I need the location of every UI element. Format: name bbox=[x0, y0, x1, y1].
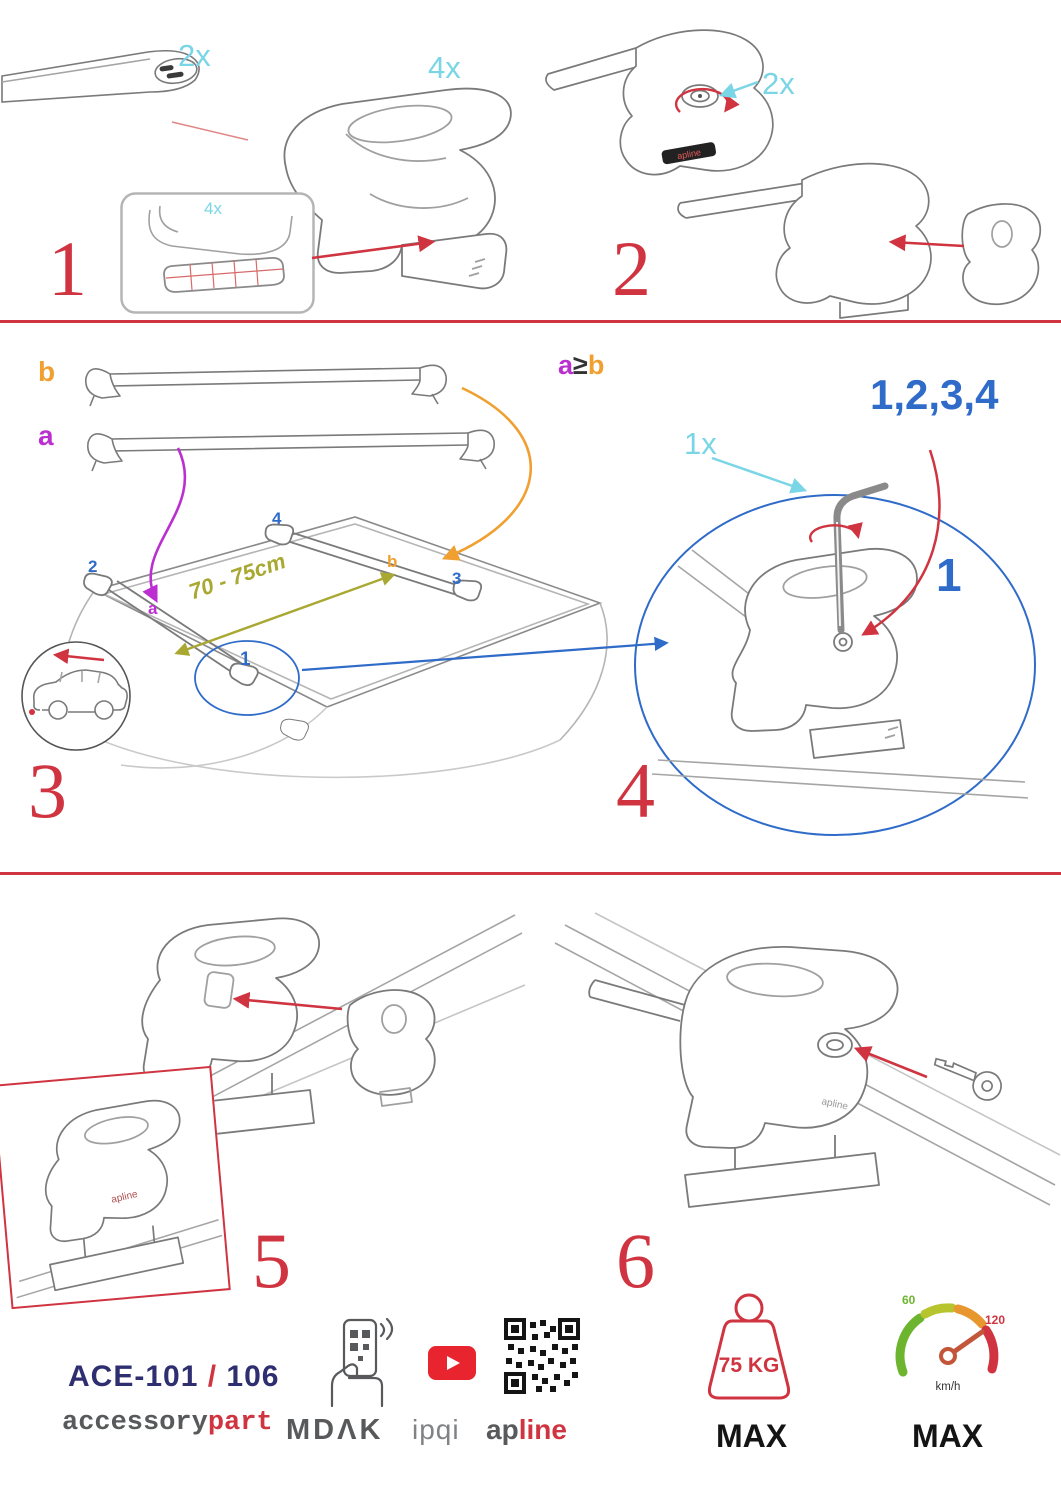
length-rule: a≥b bbox=[558, 352, 604, 379]
first-bolt-label: 1 bbox=[936, 549, 962, 601]
lock-qty-arrow bbox=[718, 80, 759, 99]
apline-logo-plate: apline bbox=[676, 147, 701, 161]
tool-qty: 1x bbox=[684, 426, 717, 461]
bar-b-label: b bbox=[38, 356, 56, 387]
step1-bar-qty: 2x bbox=[178, 38, 211, 73]
tighten-sequence: 1,2,3,4 bbox=[870, 371, 999, 418]
qr-code bbox=[504, 1318, 580, 1394]
speed-unit-label: km/h bbox=[936, 1381, 961, 1393]
rule-a: a bbox=[558, 350, 574, 380]
bar-a-label: a bbox=[38, 420, 54, 451]
youtube-icon bbox=[428, 1346, 476, 1380]
step5-number: 5 bbox=[252, 1217, 291, 1304]
weight-max-label: MAX bbox=[716, 1418, 788, 1454]
section-divider-1 bbox=[0, 320, 1061, 323]
foot-highlight-circle bbox=[194, 640, 300, 716]
key-insert-arrow bbox=[853, 1046, 928, 1079]
allen-key-illustration bbox=[833, 482, 889, 634]
brand-wordmark: accessorypart bbox=[62, 1410, 273, 1437]
foot-clamp-zoom bbox=[730, 548, 918, 759]
step2-lock-qty: 2x bbox=[762, 66, 795, 101]
partner-mdak: MDΛK bbox=[286, 1414, 384, 1446]
key-rotate-arrow bbox=[809, 522, 863, 543]
cover-insert-arrow bbox=[888, 234, 965, 252]
step2-illustration: apline bbox=[545, 29, 1042, 319]
section-divider-2 bbox=[0, 872, 1061, 875]
model-name: ACE-101 bbox=[68, 1360, 199, 1393]
model-number: ACE-101 / 106 bbox=[68, 1362, 279, 1392]
crossbar-a-illustration bbox=[87, 429, 495, 472]
step1-pad-qty: 4x bbox=[204, 199, 222, 218]
speed-min-label: 60 bbox=[902, 1293, 916, 1307]
bar-b-guide-arrow bbox=[441, 386, 532, 561]
lock-core-illustration: apline bbox=[545, 29, 774, 176]
lock-rotate-arrow bbox=[674, 87, 740, 113]
partner-ipqi: ipqi bbox=[412, 1414, 460, 1445]
phone-qr-icon bbox=[330, 1317, 394, 1408]
sequence-arrow bbox=[861, 449, 941, 636]
model-alt: 106 bbox=[226, 1360, 280, 1393]
step6-number: 6 bbox=[616, 1217, 655, 1304]
rubber-pad-inset: 4x bbox=[120, 192, 315, 314]
brand-second: part bbox=[207, 1408, 273, 1438]
apline-first: ap bbox=[486, 1414, 519, 1445]
speed-max-label: MAX bbox=[912, 1418, 984, 1454]
rear-crossbar-on-roof bbox=[262, 520, 484, 604]
step1-number: 1 bbox=[48, 225, 87, 312]
foot-clamp-step6 bbox=[588, 946, 899, 1208]
model-separator: / bbox=[207, 1360, 218, 1393]
foot-clamp-step5 bbox=[129, 917, 321, 1144]
weight-limit-icon: 75 KG bbox=[707, 1293, 791, 1400]
step2-number: 2 bbox=[612, 225, 651, 312]
bar-a-guide-arrow bbox=[142, 447, 187, 604]
rule-b: b bbox=[587, 350, 605, 380]
step1-foot-qty: 4x bbox=[428, 50, 461, 85]
step3-guide-arrows bbox=[142, 386, 669, 716]
roof-pos-1: 1 bbox=[240, 649, 251, 670]
rule-operator: ≥ bbox=[573, 350, 588, 380]
zoom-circle bbox=[634, 494, 1036, 836]
roof-b-label: b bbox=[387, 552, 398, 571]
mounted-foot-inset: apline bbox=[0, 1065, 231, 1310]
step3-number: 3 bbox=[28, 747, 67, 834]
roof-pos-3: 3 bbox=[452, 569, 462, 588]
driving-direction-arrow bbox=[52, 648, 105, 665]
mounted-foot-illustration: apline bbox=[16, 1099, 223, 1299]
locking-illustration: apline bbox=[554, 912, 1061, 1208]
step1-arrows bbox=[171, 121, 436, 260]
rubber-pad-illustration bbox=[120, 192, 315, 314]
car-direction-inset bbox=[21, 641, 131, 751]
front-marker-dot bbox=[29, 709, 35, 715]
key-illustration bbox=[933, 1057, 1002, 1101]
tool-qty-arrow bbox=[711, 456, 808, 494]
roof-top-view bbox=[60, 516, 608, 779]
partner-apline: apline bbox=[486, 1416, 567, 1444]
zoom-link-arrow bbox=[301, 636, 669, 672]
cover-slide-arrow bbox=[232, 991, 343, 1011]
roof-a-label: a bbox=[148, 599, 158, 618]
cover-cap-step5 bbox=[346, 989, 436, 1107]
weight-limit-value: 75 KG bbox=[719, 1354, 780, 1377]
apline-second: line bbox=[518, 1414, 567, 1445]
roof-pos-4: 4 bbox=[272, 509, 282, 528]
speed-max-value: 120 bbox=[985, 1313, 1005, 1327]
crossbar-illustration bbox=[1, 49, 200, 103]
cover-cap-assembly bbox=[677, 162, 1042, 319]
speedometer-icon: 60 120 km/h bbox=[895, 1293, 1005, 1393]
step4-number: 4 bbox=[616, 747, 655, 834]
tightening-zoom-illustration bbox=[634, 449, 1036, 836]
distance-arrow bbox=[174, 572, 396, 656]
crossbar-b-illustration bbox=[85, 364, 447, 407]
roof-pos-2: 2 bbox=[88, 557, 98, 576]
brand-first: accessory bbox=[62, 1408, 208, 1438]
